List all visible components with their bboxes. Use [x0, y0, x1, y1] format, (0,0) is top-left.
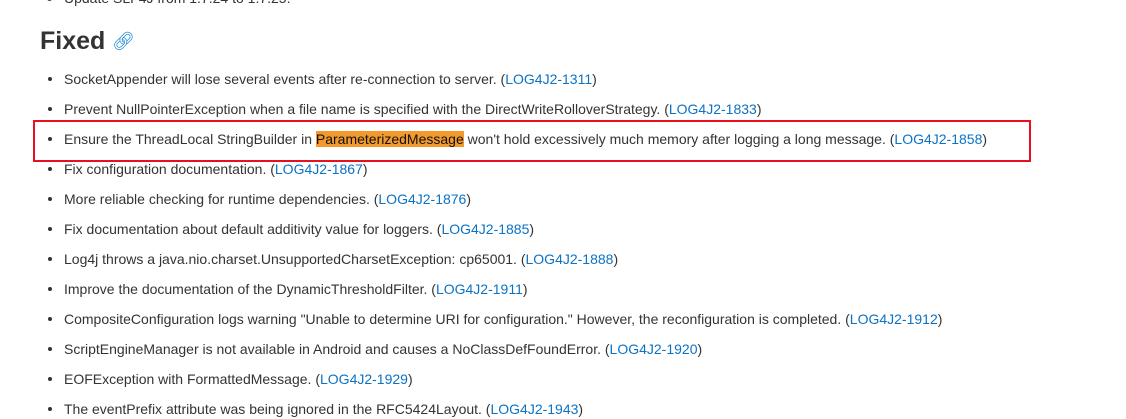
item-text: Ensure the ThreadLocal StringBuilder in [64, 131, 316, 147]
issue-link[interactable]: LOG4J2-1929 [320, 371, 408, 387]
list-item: SocketAppender will lose several events … [48, 69, 597, 89]
item-text: SocketAppender will lose several events … [64, 71, 506, 87]
issue-link[interactable]: LOG4J2-1885 [441, 221, 530, 237]
highlight-box [33, 120, 1031, 162]
item-text: ) [466, 191, 472, 207]
item-text: The eventPrefix attribute was being igno… [64, 401, 491, 417]
list-item: CompositeConfiguration logs warning "Una… [47, 309, 943, 329]
issue-link[interactable]: LOG4J2-1888 [525, 251, 614, 267]
issue-link[interactable]: LOG4J2-1876 [378, 191, 467, 207]
section-title: Fixed [40, 27, 106, 55]
list-item: Ensure the ThreadLocal StringBuilder in … [47, 129, 988, 149]
bullet [47, 0, 52, 1]
item-text: ) [613, 251, 619, 267]
item-text: ) [522, 281, 528, 297]
item-text: CompositeConfiguration logs warning "Una… [64, 311, 850, 327]
item-text: Fix documentation about default additivi… [64, 221, 442, 237]
item-text: ) [697, 341, 703, 357]
issue-link[interactable]: LOG4J2-1920 [609, 341, 698, 357]
list-item: Fix configuration documentation. (LOG4J2… [48, 159, 368, 179]
link-icon[interactable]: 🔗︎ [112, 31, 135, 51]
issue-link[interactable]: LOG4J2-1943 [490, 401, 579, 417]
list-item: Prevent NullPointerException when a file… [47, 99, 762, 119]
issue-link[interactable]: LOG4J2-1912 [849, 311, 938, 327]
item-text: ) [529, 221, 535, 237]
issue-link[interactable]: LOG4J2-1867 [274, 161, 363, 177]
issue-link[interactable]: LOG4J2-1833 [668, 101, 757, 117]
item-text: More reliable checking for runtime depen… [64, 191, 379, 207]
item-text: ) [937, 311, 943, 327]
item-text: won't hold excessively much memory after… [463, 131, 895, 147]
item-text: Log4j throws a java.nio.charset.Unsuppor… [64, 251, 526, 267]
list-item: Log4j throws a java.nio.charset.Unsuppor… [47, 249, 619, 269]
item-text: Prevent NullPointerException when a file… [64, 101, 669, 117]
list-item: ScriptEngineManager is not available in … [47, 339, 703, 359]
item-text: ScriptEngineManager is not available in … [64, 341, 610, 357]
item-text: ) [578, 401, 584, 417]
item-text: ) [362, 161, 368, 177]
issue-link[interactable]: LOG4J2-1858 [894, 131, 983, 147]
issue-link[interactable]: LOG4J2-1311 [505, 71, 593, 87]
highlighted-term: ParameterizedMessage [315, 131, 464, 147]
item-text: Improve the documentation of the Dynamic… [64, 281, 436, 297]
list-item: The eventPrefix attribute was being igno… [47, 399, 584, 419]
list-item: Improve the documentation of the Dynamic… [48, 279, 528, 299]
item-text: ) [407, 371, 413, 387]
item-text: Fix configuration documentation. ( [64, 161, 275, 177]
list-item: Fix documentation about default additivi… [47, 219, 535, 239]
item-text: ) [982, 131, 988, 147]
item-text: ) [756, 101, 762, 117]
item-text: EOFException with FormattedMessage. ( [64, 371, 320, 387]
list-item: More reliable checking for runtime depen… [47, 189, 472, 209]
item-text: ) [592, 71, 597, 87]
previous-item: Update SLF4J from 1.7.24 to 1.7.25. [64, 0, 290, 8]
list-item: EOFException with FormattedMessage. (LOG… [48, 369, 413, 389]
issue-link[interactable]: LOG4J2-1911 [435, 281, 523, 297]
